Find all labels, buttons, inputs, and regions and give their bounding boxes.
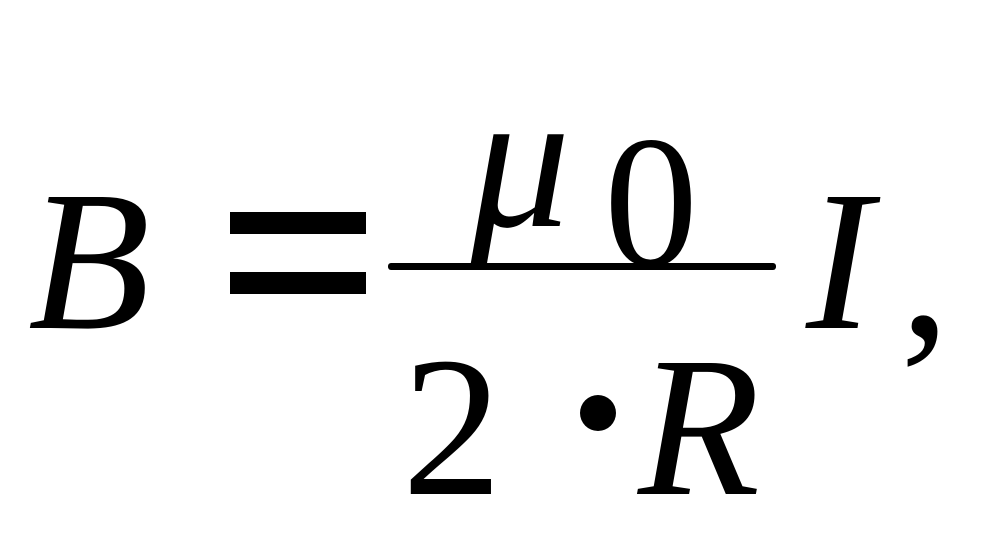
variable-b: B: [28, 151, 151, 372]
equals-bar-top: [230, 212, 366, 234]
variable-i: I: [806, 151, 873, 372]
fraction-bar: [388, 263, 776, 270]
trailing-comma: ,: [900, 159, 950, 380]
equals-sign: [230, 212, 366, 294]
denominator-r: R: [638, 317, 761, 538]
magnetic-field-formula: B μ 0 2 R I ,: [28, 49, 950, 528]
denominator-two: 2: [402, 317, 502, 538]
multiplication-dot: [580, 395, 616, 431]
numerator-mu: μ: [470, 49, 571, 270]
equals-bar-bottom: [230, 272, 366, 294]
